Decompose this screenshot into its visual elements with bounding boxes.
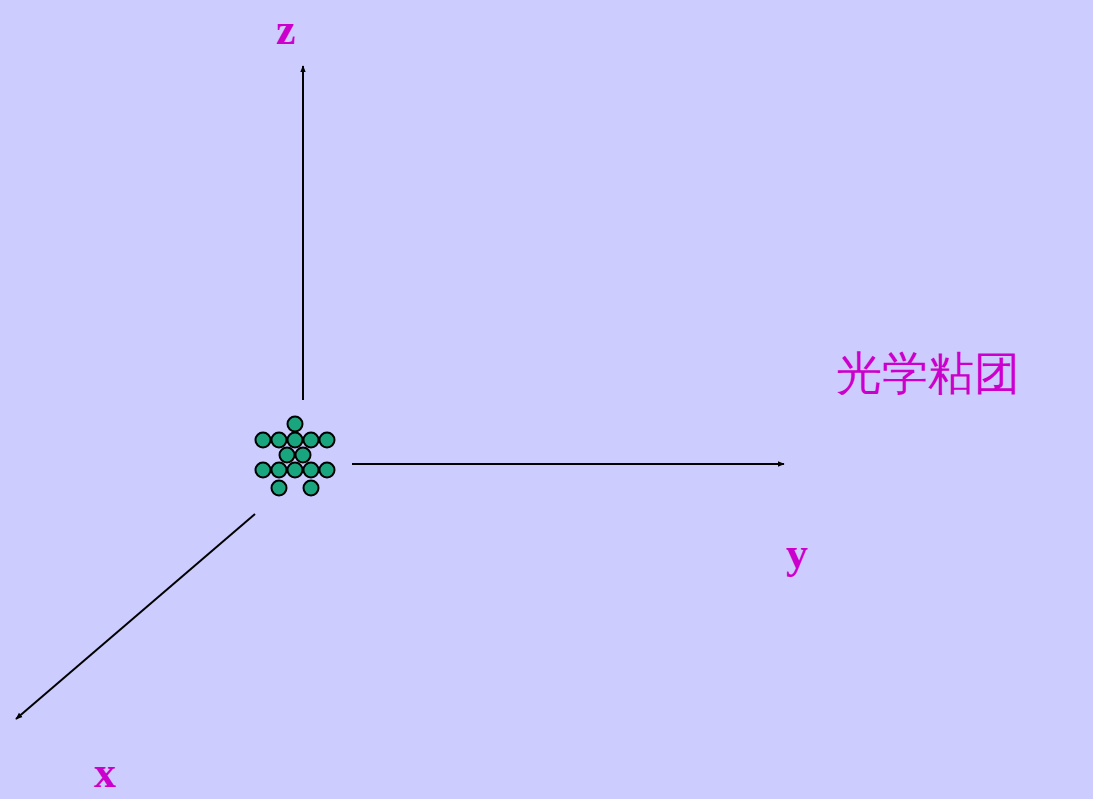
cluster-label: 光学粘团 <box>836 350 1020 396</box>
atom <box>304 481 319 496</box>
y-axis <box>352 463 784 465</box>
axis-label: y <box>786 532 808 576</box>
atom <box>256 433 271 448</box>
atom <box>296 448 311 463</box>
atom <box>272 481 287 496</box>
atom <box>288 417 303 432</box>
z-axis <box>302 66 304 400</box>
atom-cluster <box>256 417 335 496</box>
x-axis <box>16 514 255 719</box>
atom <box>320 433 335 448</box>
atom <box>280 448 295 463</box>
axis-label: z <box>276 8 296 52</box>
atom <box>304 433 319 448</box>
atom <box>288 463 303 478</box>
axis-label: x <box>94 751 116 795</box>
atom <box>320 463 335 478</box>
atom <box>288 433 303 448</box>
atom <box>304 463 319 478</box>
atom <box>256 463 271 478</box>
atom <box>272 433 287 448</box>
atom <box>272 463 287 478</box>
